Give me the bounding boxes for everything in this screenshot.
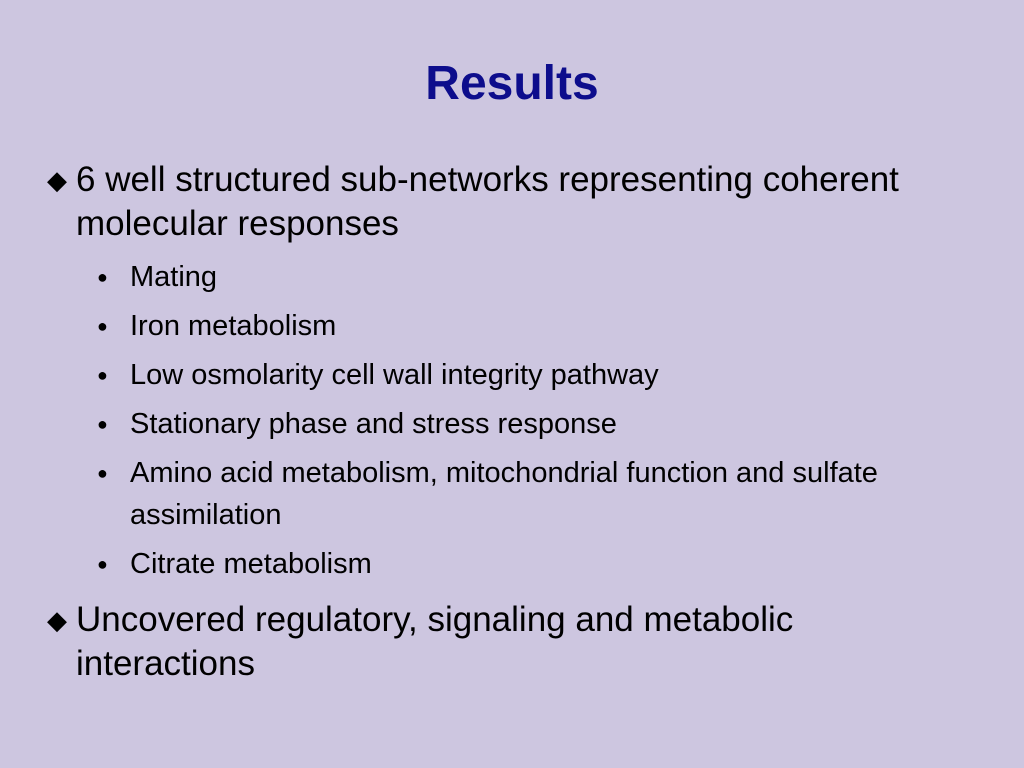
dot-bullet-icon: ● bbox=[97, 365, 108, 385]
sub-bullet-list: ● Mating ● Iron metabolism ● Low osmolar… bbox=[97, 256, 930, 592]
bullet-item-1: ◆ 6 well structured sub-networks represe… bbox=[47, 158, 936, 246]
sub-bullet-text-1: Mating bbox=[130, 261, 218, 293]
sub-bullet-item-6: ● Citrate metabolism bbox=[97, 543, 930, 585]
slide-title: Results bbox=[425, 57, 599, 110]
dot-bullet-icon: ● bbox=[97, 414, 108, 434]
bullet-item-2: ◆ Uncovered regulatory, signaling and me… bbox=[47, 598, 936, 686]
diamond-bullet-icon: ◆ bbox=[47, 605, 67, 635]
sub-bullet-text-4: Stationary phase and stress response bbox=[130, 408, 617, 440]
sub-bullet-item-2: ● Iron metabolism bbox=[97, 305, 930, 347]
diamond-bullet-icon: ◆ bbox=[47, 165, 67, 195]
sub-bullet-text-3: Low osmolarity cell wall integrity pathw… bbox=[130, 359, 659, 391]
bullet-text-2: Uncovered regulatory, signaling and meta… bbox=[76, 600, 794, 683]
dot-bullet-icon: ● bbox=[97, 267, 108, 287]
dot-bullet-icon: ● bbox=[97, 554, 108, 574]
sub-bullet-item-4: ● Stationary phase and stress response bbox=[97, 403, 930, 445]
bullet-text-1: 6 well structured sub-networks represent… bbox=[76, 160, 899, 243]
sub-bullet-text-5: Amino acid metabolism, mitochondrial fun… bbox=[130, 457, 878, 531]
dot-bullet-icon: ● bbox=[97, 316, 108, 336]
sub-bullet-item-5: ● Amino acid metabolism, mitochondrial f… bbox=[97, 452, 930, 536]
sub-bullet-text-2: Iron metabolism bbox=[130, 310, 337, 342]
sub-bullet-item-3: ● Low osmolarity cell wall integrity pat… bbox=[97, 354, 930, 396]
sub-bullet-item-1: ● Mating bbox=[97, 256, 930, 298]
dot-bullet-icon: ● bbox=[97, 463, 108, 483]
sub-bullet-text-6: Citrate metabolism bbox=[130, 548, 372, 580]
